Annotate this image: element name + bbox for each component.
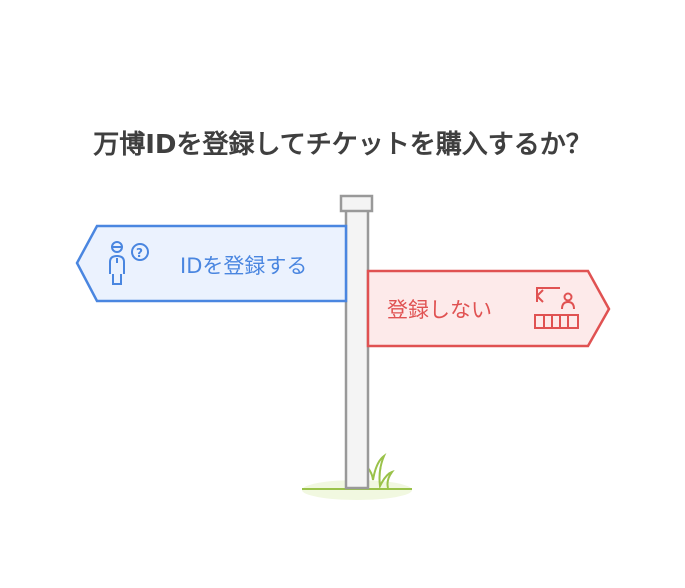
no-register-option: 登録しない	[387, 298, 492, 322]
ticket-counter-icon	[534, 287, 579, 329]
question-mark: ?	[136, 246, 143, 260]
diagram-title: 万博IDを登録してチケットを購入するか？	[93, 130, 592, 160]
post-cap	[339, 194, 374, 213]
person-question-icon	[109, 241, 149, 285]
post	[344, 208, 370, 490]
register-id-option: IDを登録する	[180, 254, 308, 278]
